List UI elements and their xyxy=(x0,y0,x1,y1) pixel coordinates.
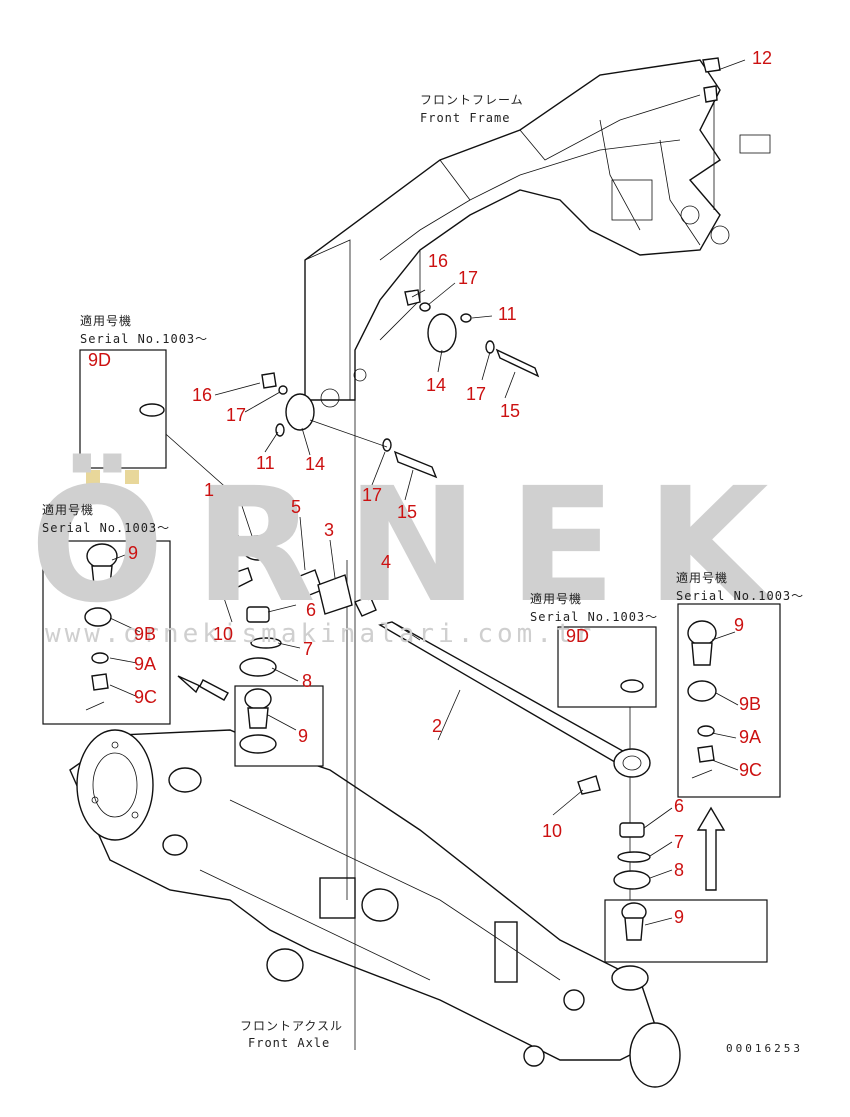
callout-16: 16 xyxy=(428,251,448,271)
steering-link xyxy=(211,535,651,890)
callout-9D: 9D xyxy=(88,350,111,370)
serial-box-9-left xyxy=(42,540,171,725)
callout-9C: 9C xyxy=(134,687,157,707)
callout-11: 11 xyxy=(256,453,275,473)
callout-12: 12 xyxy=(752,48,772,68)
callout-17: 17 xyxy=(466,384,486,404)
callout-10: 10 xyxy=(542,821,562,841)
callout-17: 17 xyxy=(362,485,382,505)
callout-17: 17 xyxy=(458,268,478,288)
callout-9A: 9A xyxy=(739,727,761,747)
serial-box-9-lower xyxy=(604,899,768,963)
front-axle-title-en: Front Axle xyxy=(248,1036,330,1050)
serial-note-en: Serial No.1003～ xyxy=(530,610,658,624)
hardware xyxy=(261,57,721,479)
front-frame-title-jp: フロントフレーム xyxy=(420,93,524,107)
arrow-up xyxy=(696,806,726,891)
callout-4: 4 xyxy=(381,552,391,572)
callout-14: 14 xyxy=(305,454,325,474)
callout-9D: 9D xyxy=(566,626,589,646)
callout-9: 9 xyxy=(734,615,744,635)
callout-10: 10 xyxy=(213,624,233,644)
front-frame xyxy=(304,59,771,408)
callout-3: 3 xyxy=(324,520,334,540)
callout-1: 1 xyxy=(204,480,214,500)
callout-9: 9 xyxy=(674,907,684,927)
watermark-brand: ÖRNEK xyxy=(30,452,799,638)
serial-box-9-mid xyxy=(234,685,324,767)
callout-11: 11 xyxy=(498,304,517,324)
centerline xyxy=(149,419,256,546)
callout-6: 6 xyxy=(306,600,316,620)
callout-8: 8 xyxy=(302,671,312,691)
serial-note-jp: 適用号機 xyxy=(676,570,728,585)
callout-9A: 9A xyxy=(134,654,156,674)
serial-note-jp: 適用号機 xyxy=(530,591,582,606)
callout-9: 9 xyxy=(298,726,308,746)
callout-8: 8 xyxy=(674,860,684,880)
callout-9C: 9C xyxy=(739,760,762,780)
front-axle-title-jp: フロントアクスル xyxy=(240,1019,343,1033)
callout-2: 2 xyxy=(432,716,442,736)
callout-15: 15 xyxy=(500,401,520,421)
serial-note-en: Serial No.1003～ xyxy=(80,332,208,346)
watermark-url: www.ornekismakinalari.com.tr xyxy=(45,619,595,649)
drawing-code: 00016253 xyxy=(726,1042,803,1055)
callout-15: 15 xyxy=(397,502,417,522)
leader-lines xyxy=(109,59,746,926)
callout-16: 16 xyxy=(192,385,212,405)
callout-9B: 9B xyxy=(739,694,761,714)
serial-note-jp: 適用号機 xyxy=(42,502,94,517)
front-frame-title-en: Front Frame xyxy=(420,111,510,125)
callout-5: 5 xyxy=(291,497,301,517)
callout-14: 14 xyxy=(426,375,446,395)
watermark: ÖRNEK www.ornekismakinalari.com.tr xyxy=(30,452,799,649)
callouts: 12 16 17 11 14 17 15 16 17 11 14 17 15 9… xyxy=(88,48,772,927)
serial-note-en: Serial No.1003～ xyxy=(676,589,804,603)
arrow-left xyxy=(177,675,229,701)
callout-7: 7 xyxy=(674,832,684,852)
callout-9: 9 xyxy=(128,543,138,563)
serial-box-9D-left xyxy=(79,349,167,469)
callout-7: 7 xyxy=(303,639,313,659)
callout-17: 17 xyxy=(226,405,246,425)
serial-note-jp: 適用号機 xyxy=(80,313,132,328)
serial-note-en: Serial No.1003～ xyxy=(42,521,170,535)
callout-6: 6 xyxy=(674,796,684,816)
serial-box-9D-right xyxy=(557,626,657,708)
callout-9B: 9B xyxy=(134,624,156,644)
